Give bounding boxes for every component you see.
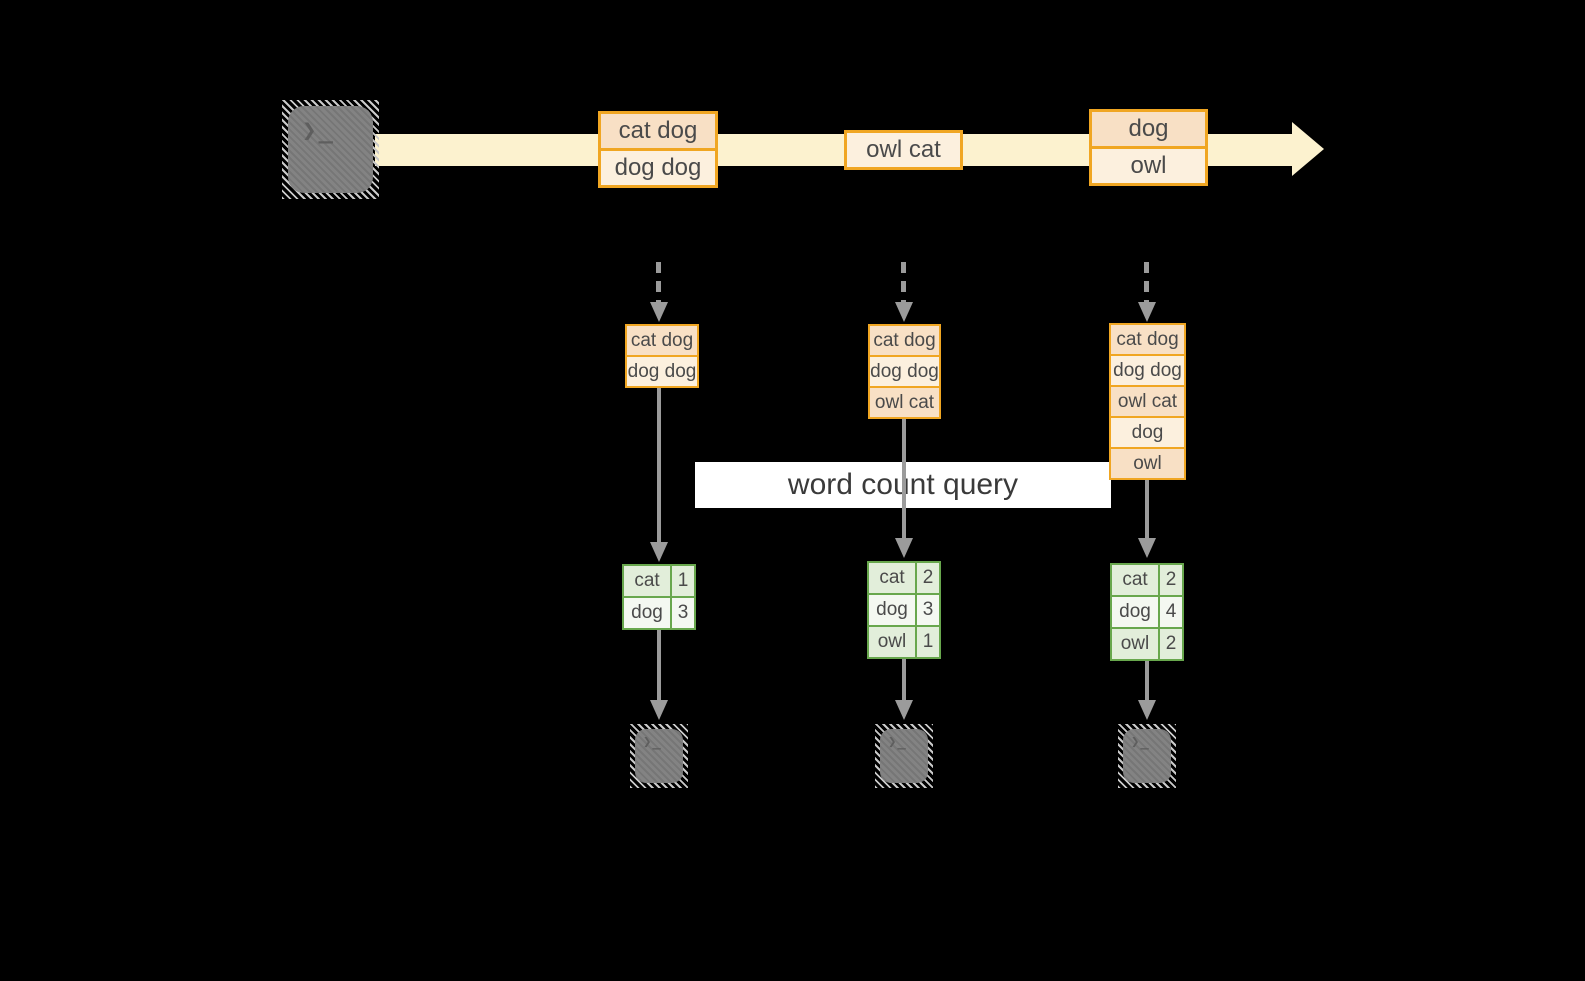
sink-terminal-icon-2: ❯_	[875, 724, 933, 788]
dashed-arrow-line-2	[901, 262, 906, 304]
state-record: dog dog	[627, 357, 697, 386]
result-count: 3	[917, 595, 939, 625]
arrow-head-icon	[650, 542, 668, 562]
stream-batch-1: cat dog dog dog	[598, 111, 718, 188]
sink-arrow-line-2	[902, 659, 906, 700]
sink-terminal-icon-3: ❯_	[1118, 724, 1176, 788]
state-record: owl cat	[1111, 387, 1184, 416]
arrow-head-icon	[895, 700, 913, 720]
terminal-screen: ❯_	[288, 106, 373, 193]
stream-record: dog	[1092, 112, 1205, 146]
result-word: owl	[1112, 629, 1158, 659]
query-arrow-line-1	[657, 388, 661, 542]
result-table-2: cat 2 dog 3 owl 1	[867, 561, 941, 659]
sink-terminal-icon-1: ❯_	[630, 724, 688, 788]
arrow-head-icon	[650, 302, 668, 322]
result-word: cat	[869, 563, 915, 593]
terminal-screen: ❯_	[635, 729, 683, 783]
arrow-head-icon	[1138, 700, 1156, 720]
state-record: owl cat	[870, 388, 939, 417]
terminal-screen: ❯_	[1123, 729, 1171, 783]
sink-arrow-line-1	[657, 630, 661, 700]
terminal-prompt-icon: ❯_	[888, 734, 907, 750]
state-record: owl	[1111, 449, 1184, 478]
result-word: dog	[624, 598, 670, 628]
terminal-prompt-icon: ❯_	[1131, 734, 1150, 750]
state-box-2: cat dog dog dog owl cat	[868, 324, 941, 419]
state-record: cat dog	[1111, 325, 1184, 354]
result-count: 2	[917, 563, 939, 593]
result-word: cat	[624, 566, 670, 596]
result-count: 2	[1160, 565, 1182, 595]
result-table-1: cat 1 dog 3	[622, 564, 696, 630]
state-record: dog	[1111, 418, 1184, 447]
stream-arrowhead-icon	[1292, 122, 1324, 176]
query-arrow-line-2	[902, 419, 906, 538]
state-box-3: cat dog dog dog owl cat dog owl	[1109, 323, 1186, 480]
result-count: 2	[1160, 629, 1182, 659]
stream-batch-2: owl cat	[844, 130, 963, 170]
stream-record: cat dog	[601, 114, 715, 148]
result-count: 4	[1160, 597, 1182, 627]
arrow-head-icon	[1138, 302, 1156, 322]
source-terminal-icon: ❯_	[282, 100, 379, 199]
terminal-screen: ❯_	[880, 729, 928, 783]
arrow-head-icon	[895, 302, 913, 322]
result-word: dog	[869, 595, 915, 625]
query-arrow-line-3	[1145, 480, 1149, 538]
state-box-1: cat dog dog dog	[625, 324, 699, 388]
state-record: cat dog	[870, 326, 939, 355]
terminal-prompt-icon: ❯_	[302, 116, 335, 144]
state-record: cat dog	[627, 326, 697, 355]
dashed-arrow-line-1	[656, 262, 661, 304]
stream-record: owl cat	[847, 133, 960, 167]
result-count: 1	[672, 566, 694, 596]
sink-arrow-line-3	[1145, 661, 1149, 700]
arrow-head-icon	[650, 700, 668, 720]
result-table-3: cat 2 dog 4 owl 2	[1110, 563, 1184, 661]
arrow-head-icon	[895, 538, 913, 558]
stream-record: owl	[1092, 149, 1205, 183]
state-record: dog dog	[870, 357, 939, 386]
result-count: 3	[672, 598, 694, 628]
stream-batch-3: dog owl	[1089, 109, 1208, 186]
result-word: cat	[1112, 565, 1158, 595]
state-record: dog dog	[1111, 356, 1184, 385]
result-word: dog	[1112, 597, 1158, 627]
stream-record: dog dog	[601, 151, 715, 185]
dashed-arrow-line-3	[1144, 262, 1149, 304]
arrow-head-icon	[1138, 538, 1156, 558]
result-word: owl	[869, 627, 915, 657]
terminal-prompt-icon: ❯_	[643, 734, 662, 750]
result-count: 1	[917, 627, 939, 657]
